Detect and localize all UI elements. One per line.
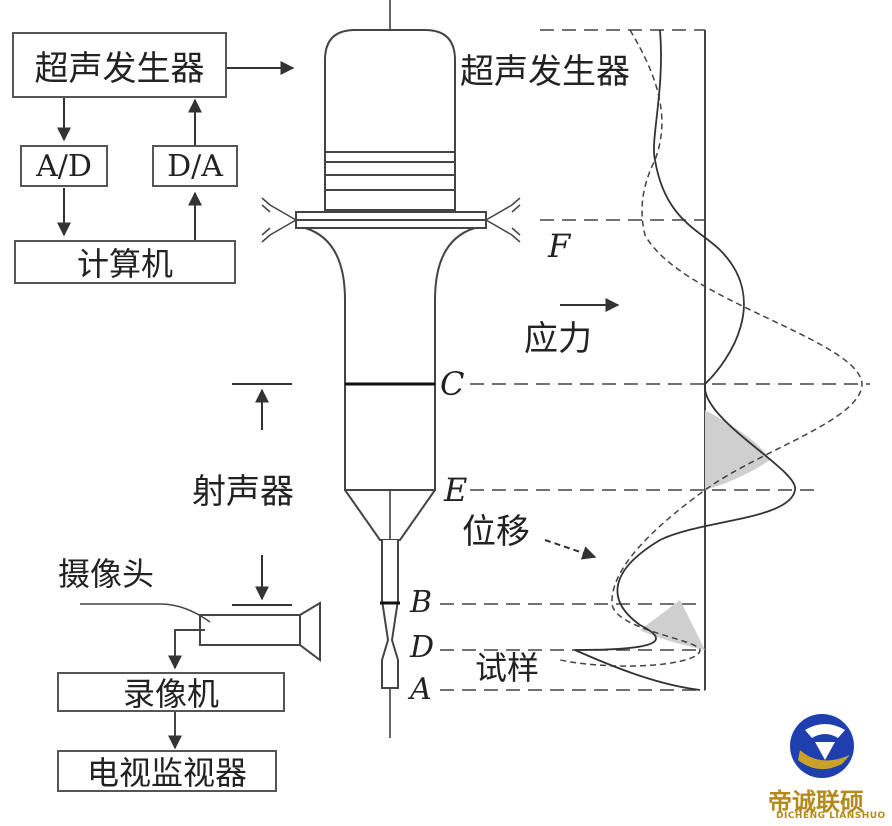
camera-label: 摄像头 <box>58 555 155 593</box>
stress-label: 应力 <box>524 319 592 359</box>
curve-arrows <box>544 298 620 560</box>
stress-curve <box>559 29 863 667</box>
computer-label: 计算机 <box>76 245 173 283</box>
tv-monitor-label: 电视监视器 <box>86 754 247 792</box>
da-converter-label: D/A <box>167 148 223 184</box>
specimen-label: 试样 <box>475 649 540 687</box>
level-lines <box>440 29 870 691</box>
transducer-dimension <box>232 383 292 606</box>
video-recorder-box: 录像机 <box>57 672 285 713</box>
point-a-label: A <box>410 672 432 707</box>
point-b-label: B <box>410 585 433 620</box>
computer-box: 计算机 <box>14 240 236 284</box>
shaded-region-lower <box>640 600 705 650</box>
point-d-label: D <box>410 630 435 665</box>
ad-converter-box: A/D <box>20 145 108 187</box>
shaded-region-upper <box>705 410 770 490</box>
transducer-label: 射声器 <box>192 472 294 512</box>
flange-supports <box>261 197 521 243</box>
da-converter-box: D/A <box>152 145 238 187</box>
displacement-label: 位移 <box>462 512 530 552</box>
point-e-label: E <box>444 471 468 509</box>
generator-annotation: 超声发生器 <box>460 52 630 92</box>
point-c-label: C <box>440 365 465 403</box>
video-recorder-label: 录像机 <box>122 675 219 713</box>
ultrasonic-generator-label: 超声发生器 <box>34 48 205 89</box>
ad-converter-label: A/D <box>36 148 92 184</box>
ultrasonic-generator-box: 超声发生器 <box>12 32 227 98</box>
company-logo <box>790 714 854 778</box>
logo-name: 帝诚联硕 <box>768 788 864 816</box>
displacement-curve <box>574 29 796 691</box>
logo-pinyin: DICHENG LIANSHUO <box>776 811 886 821</box>
point-f-label: F <box>548 227 571 265</box>
camera <box>80 601 321 750</box>
control-connectors <box>57 61 295 240</box>
ultrasonic-horn <box>295 29 487 689</box>
tv-monitor-box: 电视监视器 <box>57 750 277 792</box>
